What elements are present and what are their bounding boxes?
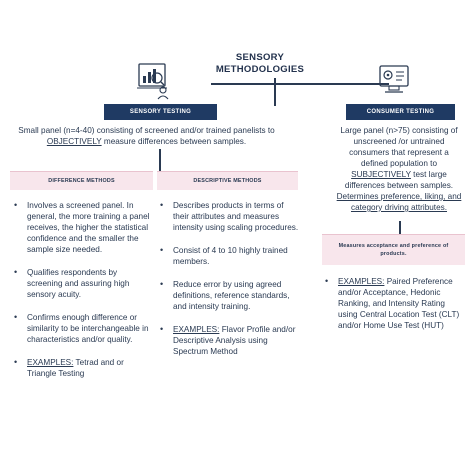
consumer-examples: EXAMPLES: Paired Preference and/or Accep… (325, 276, 465, 331)
difference-methods-list: Involves a screened panel. In general, t… (14, 200, 154, 388)
difference-bullet: Qualifies respondents by screening and a… (14, 267, 154, 300)
subjectively-term: SUBJECTIVELY (351, 170, 411, 179)
consumer-connector-vertical (399, 221, 401, 234)
title-connector-horizontal (211, 83, 389, 85)
consumer-intro: Large panel (n>75) consisting of unscree… (335, 125, 463, 213)
sensory-intro-post: measure differences between samples. (101, 137, 247, 146)
title-connector-vertical (274, 78, 276, 106)
consumer-examples-list: EXAMPLES: Paired Preference and/or Accep… (325, 276, 465, 340)
difference-methods-header: DIFFERENCE METHODS (10, 171, 153, 190)
sensory-intro-pre: Small panel (n=4-40) consisting of scree… (18, 126, 275, 135)
sensory-connector-vertical (159, 149, 161, 171)
examples-text: Flavor Profile and/or Descriptive Analys… (173, 325, 296, 356)
page-title: SENSORY METHODOLOGIES (205, 52, 315, 76)
sensory-testing-header: SENSORY TESTING (104, 104, 217, 120)
consumer-testing-header: CONSUMER TESTING (346, 104, 455, 120)
descriptive-methods-header: DESCRIPTIVE METHODS (157, 171, 298, 190)
title-line-2: METHODOLOGIES (215, 64, 305, 75)
objectively-term: OBJECTIVELY (46, 137, 102, 146)
analyst-with-chart-icon (133, 62, 171, 100)
difference-examples: EXAMPLES: Tetrad and or Triangle Testing (14, 357, 154, 379)
descriptive-bullet: Consist of 4 to 10 highly trained member… (160, 245, 300, 267)
descriptive-examples: EXAMPLES: Flavor Profile and/or Descript… (160, 324, 300, 357)
examples-label: EXAMPLES: (338, 277, 385, 286)
measures-acceptance-text: Measures acceptance and preference of pr… (338, 243, 449, 257)
consumer-intro-pre: Large panel (n>75) consisting of unscree… (340, 126, 458, 168)
title-line-1: SENSORY (235, 52, 285, 63)
descriptive-bullet: Reduce error by using agreed definitions… (160, 279, 300, 312)
descriptive-methods-list: Describes products in terms of their att… (160, 200, 300, 366)
preference-link-text: Determines preference, liking, and categ… (336, 192, 462, 212)
examples-label: EXAMPLES: (27, 358, 74, 367)
sensory-intro: Small panel (n=4-40) consisting of scree… (14, 125, 279, 147)
examples-label: EXAMPLES: (173, 325, 220, 334)
difference-bullet: Confirms enough difference or similarity… (14, 312, 154, 345)
descriptive-bullet: Describes products in terms of their att… (160, 200, 300, 233)
computer-settings-icon (375, 62, 413, 100)
examples-text: Paired Preference and/or Acceptance, Hed… (338, 277, 460, 330)
consumer-intro-mid: test large differences between samples. (344, 170, 454, 190)
examples-text: Tetrad and or Triangle Testing (27, 358, 124, 378)
difference-bullet: Involves a screened panel. In general, t… (14, 200, 154, 255)
measures-acceptance-header: Measures acceptance and preference of pr… (322, 234, 465, 265)
